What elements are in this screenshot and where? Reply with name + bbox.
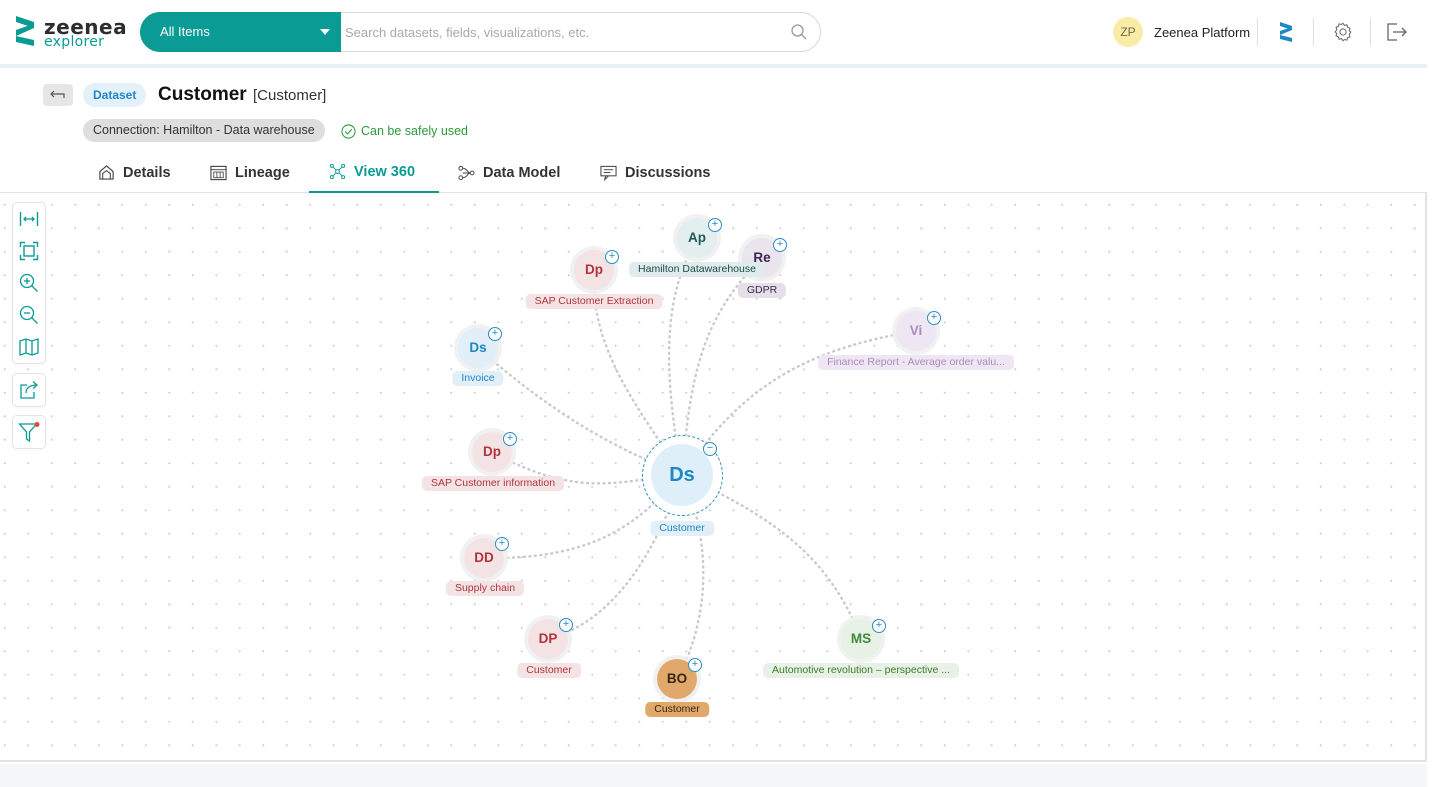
logo-wordmark: zeenea (44, 15, 128, 39)
tab-details[interactable]: Details (98, 152, 171, 193)
graph-node-label[interactable]: SAP Customer Extraction (525, 294, 663, 309)
graph-node-label[interactable]: Finance Report - Average order valu... (818, 355, 1014, 370)
map-icon (19, 338, 39, 356)
graph-node-label[interactable]: SAP Customer information (421, 476, 565, 491)
tab-lineage[interactable]: Lineage (210, 152, 290, 193)
zeenea-logo-icon (16, 16, 34, 46)
logout-button[interactable] (1384, 19, 1410, 45)
divider (1313, 18, 1314, 46)
top-navigation-bar: zeenea explorer All Items ZP Zeenea Plat… (0, 0, 1427, 68)
graph-node-label[interactable]: Customer (645, 702, 709, 717)
zoom-in-icon (19, 273, 38, 292)
export-toolbar (12, 373, 46, 407)
item-type-badge: Dataset (83, 83, 147, 107)
zoom-in-button[interactable] (13, 267, 45, 299)
discussions-icon (600, 165, 617, 181)
expand-node-icon[interactable]: + (503, 432, 517, 446)
filter-button[interactable] (13, 416, 45, 448)
node-abbr: Ds (651, 444, 713, 506)
graph-view-toolbar (12, 202, 46, 364)
caret-down-icon (320, 29, 330, 35)
tab-view-360[interactable]: View 360 (309, 152, 439, 193)
expand-node-icon[interactable]: + (688, 658, 702, 672)
page-title: Customer (158, 84, 247, 105)
connection-badge[interactable]: Connection: Hamilton - Data warehouse (83, 119, 325, 142)
fit-width-icon (19, 212, 39, 226)
search-scope-label: All Items (160, 24, 210, 39)
check-circle-icon (341, 123, 356, 139)
expand-node-icon[interactable]: + (495, 537, 509, 551)
tab-discussions[interactable]: Discussions (600, 152, 710, 193)
tab-bar: Details Lineage View 360 Data Model Disc… (0, 152, 1427, 193)
expand-node-icon[interactable]: + (605, 250, 619, 264)
filter-icon (18, 422, 40, 443)
logout-icon (1387, 23, 1407, 41)
page-subtitle: [Customer] (253, 87, 327, 104)
graph-node-label[interactable]: GDPR (737, 283, 787, 298)
logo-subtitle: explorer (44, 34, 105, 50)
gear-icon (1334, 22, 1352, 42)
graph-node-label[interactable]: Hamilton Datawarehouse (629, 262, 765, 277)
export-button[interactable] (13, 374, 45, 406)
lineage-icon (210, 165, 227, 180)
status-badge: Can be safely used (341, 122, 468, 140)
expand-node-icon[interactable]: + (488, 327, 502, 341)
data-model-icon (458, 165, 475, 180)
expand-node-icon[interactable]: + (559, 618, 573, 632)
expand-node-icon[interactable]: + (773, 238, 787, 252)
graph-node-label[interactable]: Invoice (452, 371, 504, 386)
divider (1257, 18, 1258, 46)
expand-node-icon[interactable]: + (872, 619, 886, 633)
collapse-node-icon[interactable]: − (703, 442, 717, 456)
tab-data-model[interactable]: Data Model (458, 152, 560, 193)
graph-node-label[interactable]: Customer (517, 663, 581, 678)
export-icon (20, 381, 38, 399)
search-bar: All Items (140, 12, 821, 52)
network-icon (329, 163, 346, 180)
settings-button[interactable] (1330, 19, 1356, 45)
expand-node-icon[interactable]: + (927, 311, 941, 325)
search-input[interactable] (345, 19, 775, 45)
home-icon (99, 165, 114, 180)
graph-node-label[interactable]: Customer (650, 521, 714, 536)
zeenea-logo[interactable]: zeenea explorer (14, 14, 128, 50)
fit-screen-button[interactable] (13, 235, 45, 267)
graph-node-label[interactable]: Automotive revolution – perspective ... (762, 663, 960, 678)
graph-node-center[interactable]: Ds (642, 435, 723, 516)
search-scope-dropdown[interactable]: All Items (140, 12, 341, 52)
footer-strip (0, 764, 1427, 787)
avatar: ZP (1113, 17, 1143, 47)
status-text: Can be safely used (361, 124, 469, 138)
graph-node-label[interactable]: Supply chain (445, 581, 525, 596)
zoom-out-icon (19, 305, 38, 324)
zoom-out-button[interactable] (13, 299, 45, 331)
minimap-button[interactable] (13, 331, 45, 363)
filter-toolbar (12, 415, 46, 449)
back-button[interactable] (43, 84, 73, 106)
back-arrow-icon (50, 90, 65, 98)
fit-screen-icon (19, 241, 39, 261)
studio-switch-button[interactable] (1273, 19, 1299, 45)
user-name: Zeenea Platform (1154, 25, 1251, 40)
zeenea-studio-icon (1280, 22, 1292, 42)
fit-width-button[interactable] (13, 203, 45, 235)
divider (1370, 18, 1371, 46)
expand-node-icon[interactable]: + (708, 218, 722, 232)
search-icon[interactable] (790, 23, 808, 41)
